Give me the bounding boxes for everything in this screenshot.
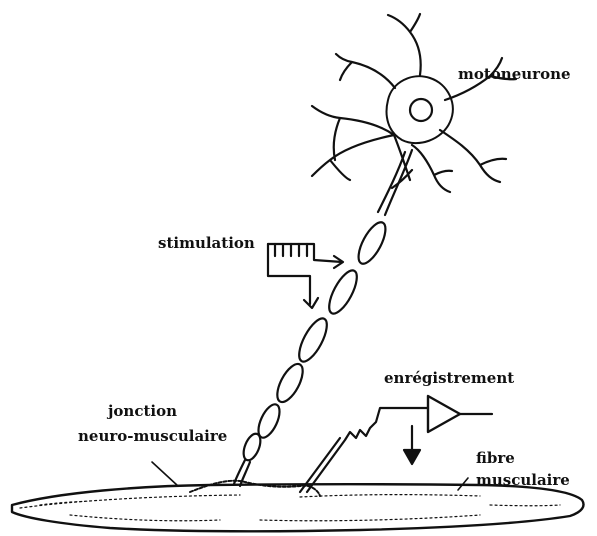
fibre-label-line1: fibre — [476, 450, 515, 467]
motoneurone-label: motoneurone — [458, 66, 571, 83]
jonction-label-line2: neuro-musculaire — [78, 428, 227, 445]
myelinated-axon — [234, 150, 412, 486]
jonction-label-line1: jonction — [108, 403, 177, 420]
jonction-pointer-line — [152, 462, 178, 486]
enregistrement-label: enrégistrement — [384, 370, 514, 387]
motoneuron-cell-body — [312, 14, 516, 192]
recording-electrode — [300, 396, 492, 492]
stimulation-label: stimulation — [158, 235, 255, 252]
fibre-label-line2: musculaire — [476, 472, 570, 489]
